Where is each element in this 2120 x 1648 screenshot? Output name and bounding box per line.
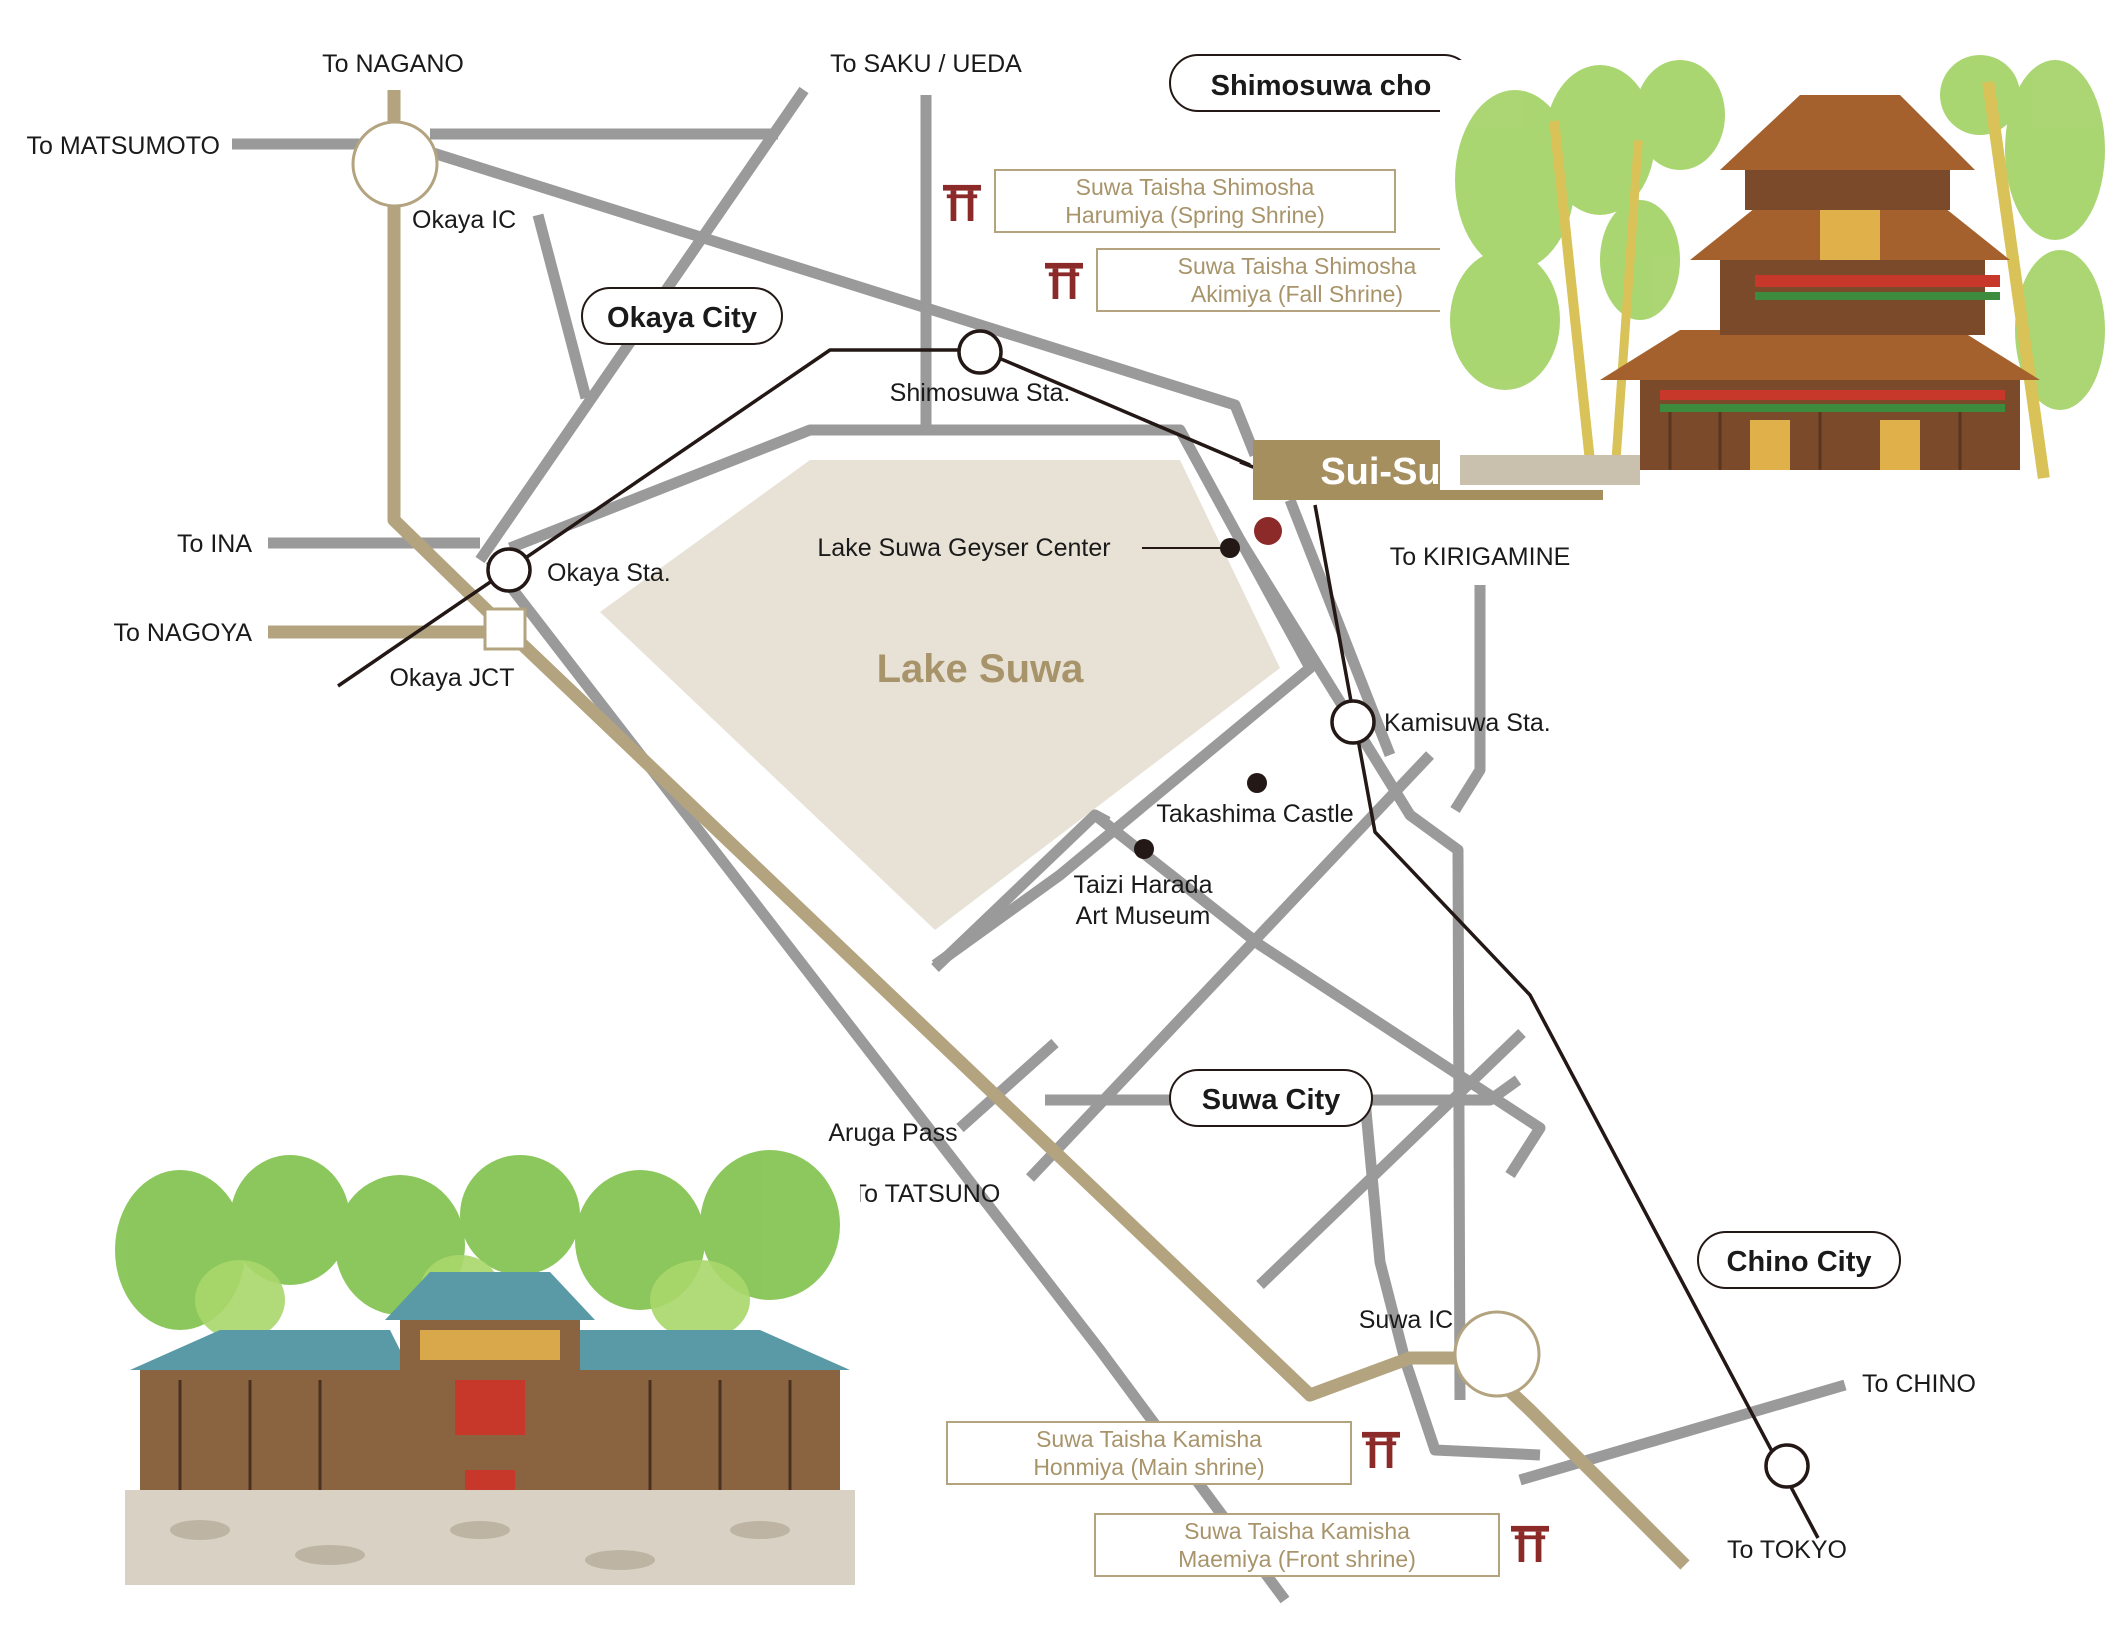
aruga-pass-label: Aruga Pass (828, 1119, 957, 1147)
kamisha-shrine-illustration (115, 1150, 860, 1600)
road (1235, 537, 1466, 1401)
kamisuwa-station-label: Kamisuwa Sta. (1384, 709, 1551, 737)
geyser-label: Lake Suwa Geyser Center (817, 534, 1110, 562)
suwa-ic-marker (1453, 1310, 1541, 1398)
shimosuwa-station-marker (957, 329, 1003, 375)
okaya-ic-label: Okaya IC (412, 206, 516, 234)
okaya-jct-label: Okaya JCT (389, 664, 514, 692)
kamisuwa-station-marker (1330, 699, 1376, 745)
taizi-landmark-dot (1134, 839, 1154, 859)
shrine-box-harumiya (994, 169, 1396, 233)
shrine-harumiya-line1: Suwa Taisha Shimosha (1076, 174, 1315, 200)
area-pill-chino (1697, 1231, 1901, 1289)
taizi-label-line1: Taizi Harada (1074, 871, 1213, 899)
taizi-label-line2: Art Museum (1076, 902, 1211, 930)
torii-icon (943, 184, 981, 221)
shimosha-shrine-illustration (1440, 55, 2110, 490)
tokyo-line-station-marker (1764, 1443, 1810, 1489)
takashima-label: Takashima Castle (1156, 800, 1353, 828)
direction-ina: To INA (177, 530, 252, 558)
shrine-box-honmiya (946, 1421, 1352, 1485)
shrine-harumiya-line2: Harumiya (Spring Shrine) (1065, 202, 1324, 228)
expressway (268, 90, 1690, 1570)
torii-icon (1045, 262, 1083, 299)
okaya-jct-marker (483, 607, 527, 651)
area-name-chino: Chino City (1727, 1246, 1872, 1278)
shimosuwa-station-label: Shimosuwa Sta. (890, 379, 1071, 407)
shrine-box-maemiya (1094, 1513, 1500, 1577)
hotel-marker (1254, 517, 1282, 545)
area-name-suwa: Suwa City (1202, 1084, 1341, 1116)
area-pill-suwa (1169, 1069, 1373, 1127)
okaya-ic-marker (351, 120, 439, 208)
takashima-landmark-dot (1247, 773, 1267, 793)
direction-tatsuno: To TATSUNO (852, 1180, 1001, 1208)
area-name-okaya: Okaya City (607, 302, 757, 334)
okaya-station-marker (486, 547, 532, 593)
direction-nagoya: To NAGOYA (114, 619, 253, 647)
shrine-maemiya-line2: Maemiya (Front shrine) (1178, 1546, 1416, 1572)
shrine-maemiya-line1: Suwa Taisha Kamisha (1184, 1518, 1410, 1544)
suwa-ic-label: Suwa IC (1359, 1306, 1453, 1334)
shrine-akimiya-line1: Suwa Taisha Shimosha (1178, 253, 1417, 279)
geyser-landmark-dot (1220, 538, 1240, 558)
shrine-honmiya-line1: Suwa Taisha Kamisha (1036, 1426, 1262, 1452)
shrine-honmiya-line2: Honmiya (Main shrine) (1033, 1454, 1264, 1480)
okaya-station-label: Okaya Sta. (547, 559, 671, 587)
direction-tokyo: To TOKYO (1727, 1536, 1847, 1564)
shrine-box-akimiya (1096, 248, 1498, 312)
torii-icon (1511, 1525, 1549, 1562)
direction-saku-ueda: To SAKU / UEDA (830, 50, 1022, 78)
direction-matsumoto: To MATSUMOTO (26, 132, 220, 160)
lake-suwa-area (600, 460, 1280, 930)
direction-nagano: To NAGANO (322, 50, 464, 78)
area-name-shimosuwa: Shimosuwa cho (1211, 70, 1432, 102)
lake-name: Lake Suwa (877, 647, 1085, 691)
torii-icon (1362, 1431, 1400, 1468)
direction-kirigamine: To KIRIGAMINE (1390, 543, 1571, 571)
area-pill-okaya (581, 287, 783, 345)
railway (337, 348, 1820, 1539)
direction-chino: To CHINO (1862, 1370, 1976, 1398)
shrine-akimiya-line2: Akimiya (Fall Shrine) (1191, 281, 1403, 307)
